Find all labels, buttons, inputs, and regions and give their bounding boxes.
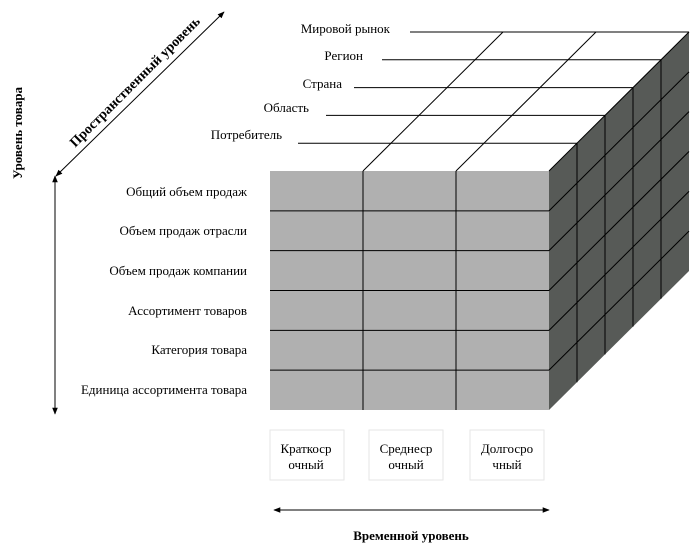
time-level-box: [469, 429, 545, 481]
spatial-level-axis-arrow: [55, 11, 225, 177]
product-level-label: Объем продаж отрасли: [120, 223, 248, 238]
side-row-line: [548, 151, 690, 291]
side-row-line: [548, 190, 690, 331]
time-level-box: [368, 429, 444, 481]
spatial-level-label: Страна: [303, 76, 343, 91]
time-level-label-line2: очный: [288, 457, 323, 472]
top-col-line: [362, 31, 504, 172]
time-level-label-line2: чный: [492, 457, 521, 472]
time-level-axis-title: Временной уровень: [353, 528, 469, 543]
side-row-line: [548, 111, 690, 252]
time-level-label-line1: Краткоср: [280, 441, 331, 456]
time-level-box: [269, 429, 345, 481]
spatial-level-label: Область: [264, 100, 309, 115]
side-row-line: [548, 230, 690, 371]
product-level-label: Единица ассортимента товара: [81, 382, 247, 397]
cube-top-face: [270, 32, 689, 171]
spatial-level-label: Мировой рынок: [301, 21, 391, 36]
product-level-label: Общий объем продаж: [126, 184, 248, 199]
time-level-label-line1: Долгосро: [481, 441, 533, 456]
spatial-level-label: Регион: [324, 48, 363, 63]
product-level-label: Объем продаж компании: [109, 263, 247, 278]
spatial-level-label: Потребитель: [211, 127, 282, 142]
time-level-label-line2: очный: [388, 457, 423, 472]
top-edge-line: [548, 31, 690, 172]
side-row-line: [548, 71, 690, 212]
cube-grid-lines: [270, 31, 690, 410]
time-level-labels: Краткоср очный Среднеср очный Долгосро ч…: [269, 429, 545, 481]
top-col-line: [455, 31, 597, 172]
product-level-label: Категория товара: [151, 342, 247, 357]
time-level-label-line1: Среднеср: [380, 441, 433, 456]
spatial-level-axis-title: Пространственный уровень: [67, 14, 204, 151]
product-level-labels: Общий объем продаж Объем продаж отрасли …: [81, 184, 248, 397]
product-level-axis-title: Уровень товара: [10, 87, 25, 179]
spatial-level-labels: Потребитель Область Страна Регион Мирово…: [211, 21, 391, 142]
product-level-label: Ассортимент товаров: [128, 303, 247, 318]
